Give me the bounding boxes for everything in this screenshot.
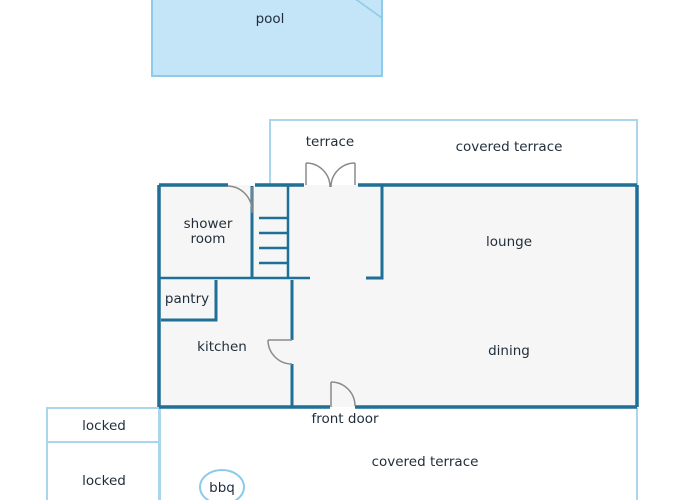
pool-label: pool <box>256 11 285 27</box>
bbq-shape <box>199 469 245 500</box>
locked-rooms <box>46 407 160 500</box>
kitchen-label: kitchen <box>197 339 247 355</box>
shower-room-label-line2: room <box>191 231 226 247</box>
covered-terrace-top-label: covered terrace <box>456 139 563 155</box>
upper-terrace-outline <box>269 119 638 185</box>
terrace-label: terrace <box>306 134 354 150</box>
kitchen-door <box>267 339 293 365</box>
front-door-label: front door <box>311 411 378 427</box>
locked-room-2-label: locked <box>82 473 126 489</box>
front-door <box>330 381 356 407</box>
interior-walls <box>159 186 384 407</box>
shower-room-door <box>227 185 253 213</box>
exterior-walls <box>157 183 639 409</box>
shower-room-label-line1: shower <box>184 216 233 232</box>
house-interior <box>159 185 637 407</box>
terrace-double-door <box>305 162 356 188</box>
dining-label: dining <box>488 343 530 359</box>
bbq-label: bbq <box>209 480 235 496</box>
covered-terrace-bottom-label: covered terrace <box>372 454 479 470</box>
pantry-label: pantry <box>165 291 209 307</box>
lounge-label: lounge <box>486 234 532 250</box>
pool-area <box>151 0 383 77</box>
locked-room-1-label: locked <box>82 418 126 434</box>
